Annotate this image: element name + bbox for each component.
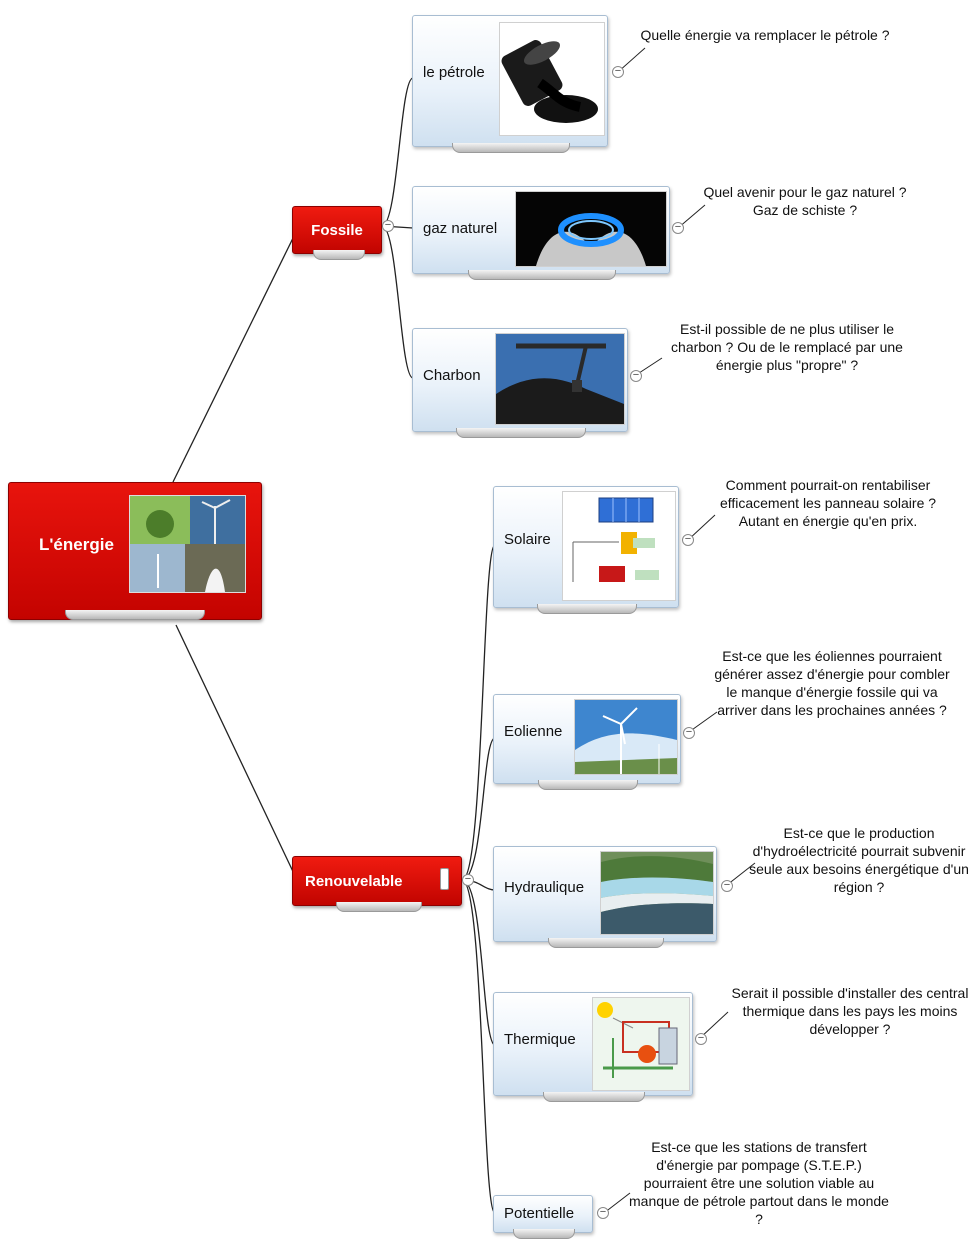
- note-gaz-naturel: Quel avenir pour le gaz naturel ? Gaz de…: [703, 184, 907, 218]
- topic-thermique-collapse-toggle[interactable]: −: [695, 1033, 707, 1045]
- topic-hydraulique[interactable]: Hydraulique: [493, 846, 717, 942]
- link-renouv-thermique: [461, 879, 496, 1046]
- topic-solaire[interactable]: Solaire: [493, 486, 679, 608]
- topic-potentielle-tab: [513, 1229, 575, 1239]
- branch-fossile-label: Fossile: [311, 221, 363, 239]
- topic-hydraulique-tab: [548, 938, 664, 948]
- topic-hydraulique-collapse-toggle[interactable]: −: [721, 880, 733, 892]
- central-topic-tab: [65, 610, 205, 620]
- link-renouv-eolienne: [461, 737, 496, 881]
- link-central-renouvelable: [175, 624, 298, 881]
- note-charbon: Est-il possible de ne plus utiliser le c…: [671, 321, 903, 373]
- coal-mine-image: [495, 333, 625, 425]
- topic-gaz-naturel-collapse-toggle[interactable]: −: [672, 222, 684, 234]
- topic-gaz-naturel[interactable]: gaz naturel: [412, 186, 670, 274]
- topic-potentielle-label: Potentielle: [504, 1205, 575, 1222]
- oil-barrel-image: [499, 22, 605, 136]
- branch-fossile-tab: [313, 250, 365, 260]
- topic-thermique-label: Thermique: [504, 1031, 576, 1048]
- topic-charbon-tab: [456, 428, 586, 438]
- note-potentielle: Est-ce que les stations de transfert d'é…: [629, 1139, 889, 1227]
- topic-thermique-tab: [543, 1092, 645, 1102]
- topic-gaz-naturel-label: gaz naturel: [423, 220, 498, 237]
- topic-thermique[interactable]: Thermique: [493, 992, 693, 1096]
- branch-renouvelable-label: Renouvelable: [305, 872, 403, 890]
- topic-eolienne-tab: [538, 780, 638, 790]
- note-eolienne: Est-ce que les éoliennes pourraient géné…: [714, 648, 950, 718]
- energy-collage-image: [129, 495, 246, 593]
- topic-eolienne[interactable]: Eolienne: [493, 694, 681, 784]
- link-fossile-petrole: [381, 77, 414, 227]
- topic-eolienne-label: Eolienne: [504, 723, 563, 740]
- note-hydraulique: Est-ce que le production d'hydroélectric…: [749, 825, 969, 895]
- topic-charbon-collapse-toggle[interactable]: −: [630, 370, 642, 382]
- topic-solaire-collapse-toggle[interactable]: −: [682, 534, 694, 546]
- topic-petrole-tab: [452, 143, 570, 153]
- topic-eolienne-collapse-toggle[interactable]: −: [683, 727, 695, 739]
- topic-charbon-label: Charbon: [423, 367, 481, 384]
- wind-turbine-image: [574, 699, 678, 775]
- branch-renouvelable-collapse-toggle[interactable]: −: [462, 874, 474, 886]
- topic-petrole[interactable]: le pétrole: [412, 15, 608, 147]
- link-fossile-charbon: [381, 225, 414, 379]
- topic-petrole-label: le pétrole: [423, 64, 485, 81]
- branch-fossile-collapse-toggle[interactable]: −: [382, 220, 394, 232]
- central-topic[interactable]: L'énergie: [8, 482, 262, 620]
- note-thermique: Serait il possible d'installer des centr…: [731, 985, 969, 1037]
- topic-charbon[interactable]: Charbon: [412, 328, 628, 432]
- central-topic-label: L'énergie: [39, 535, 114, 554]
- link-renouv-solaire: [461, 544, 496, 881]
- note-solaire: Comment pourrait-on rentabiliser efficac…: [719, 477, 937, 529]
- topic-gaz-naturel-tab: [468, 270, 616, 280]
- topic-potentielle-collapse-toggle[interactable]: −: [597, 1207, 609, 1219]
- topic-solaire-tab: [537, 604, 637, 614]
- branch-renouvelable[interactable]: Renouvelable: [292, 856, 462, 906]
- thermal-plant-diagram-image: [592, 997, 690, 1091]
- topic-petrole-collapse-toggle[interactable]: −: [612, 66, 624, 78]
- solar-panel-diagram-image: [562, 491, 676, 601]
- topic-potentielle[interactable]: Potentielle: [493, 1195, 593, 1233]
- link-central-fossile: [172, 231, 297, 483]
- priority-marker-icon: [440, 868, 449, 890]
- branch-renouvelable-tab: [336, 902, 422, 912]
- branch-fossile[interactable]: Fossile: [292, 206, 382, 254]
- gas-flame-image: [515, 191, 667, 267]
- link-renouv-potentielle: [461, 879, 496, 1214]
- note-petrole: Quelle énergie va remplacer le pétrole ?: [640, 27, 890, 43]
- topic-solaire-label: Solaire: [504, 531, 551, 548]
- hydro-dam-image: [600, 851, 714, 935]
- topic-hydraulique-label: Hydraulique: [504, 879, 585, 896]
